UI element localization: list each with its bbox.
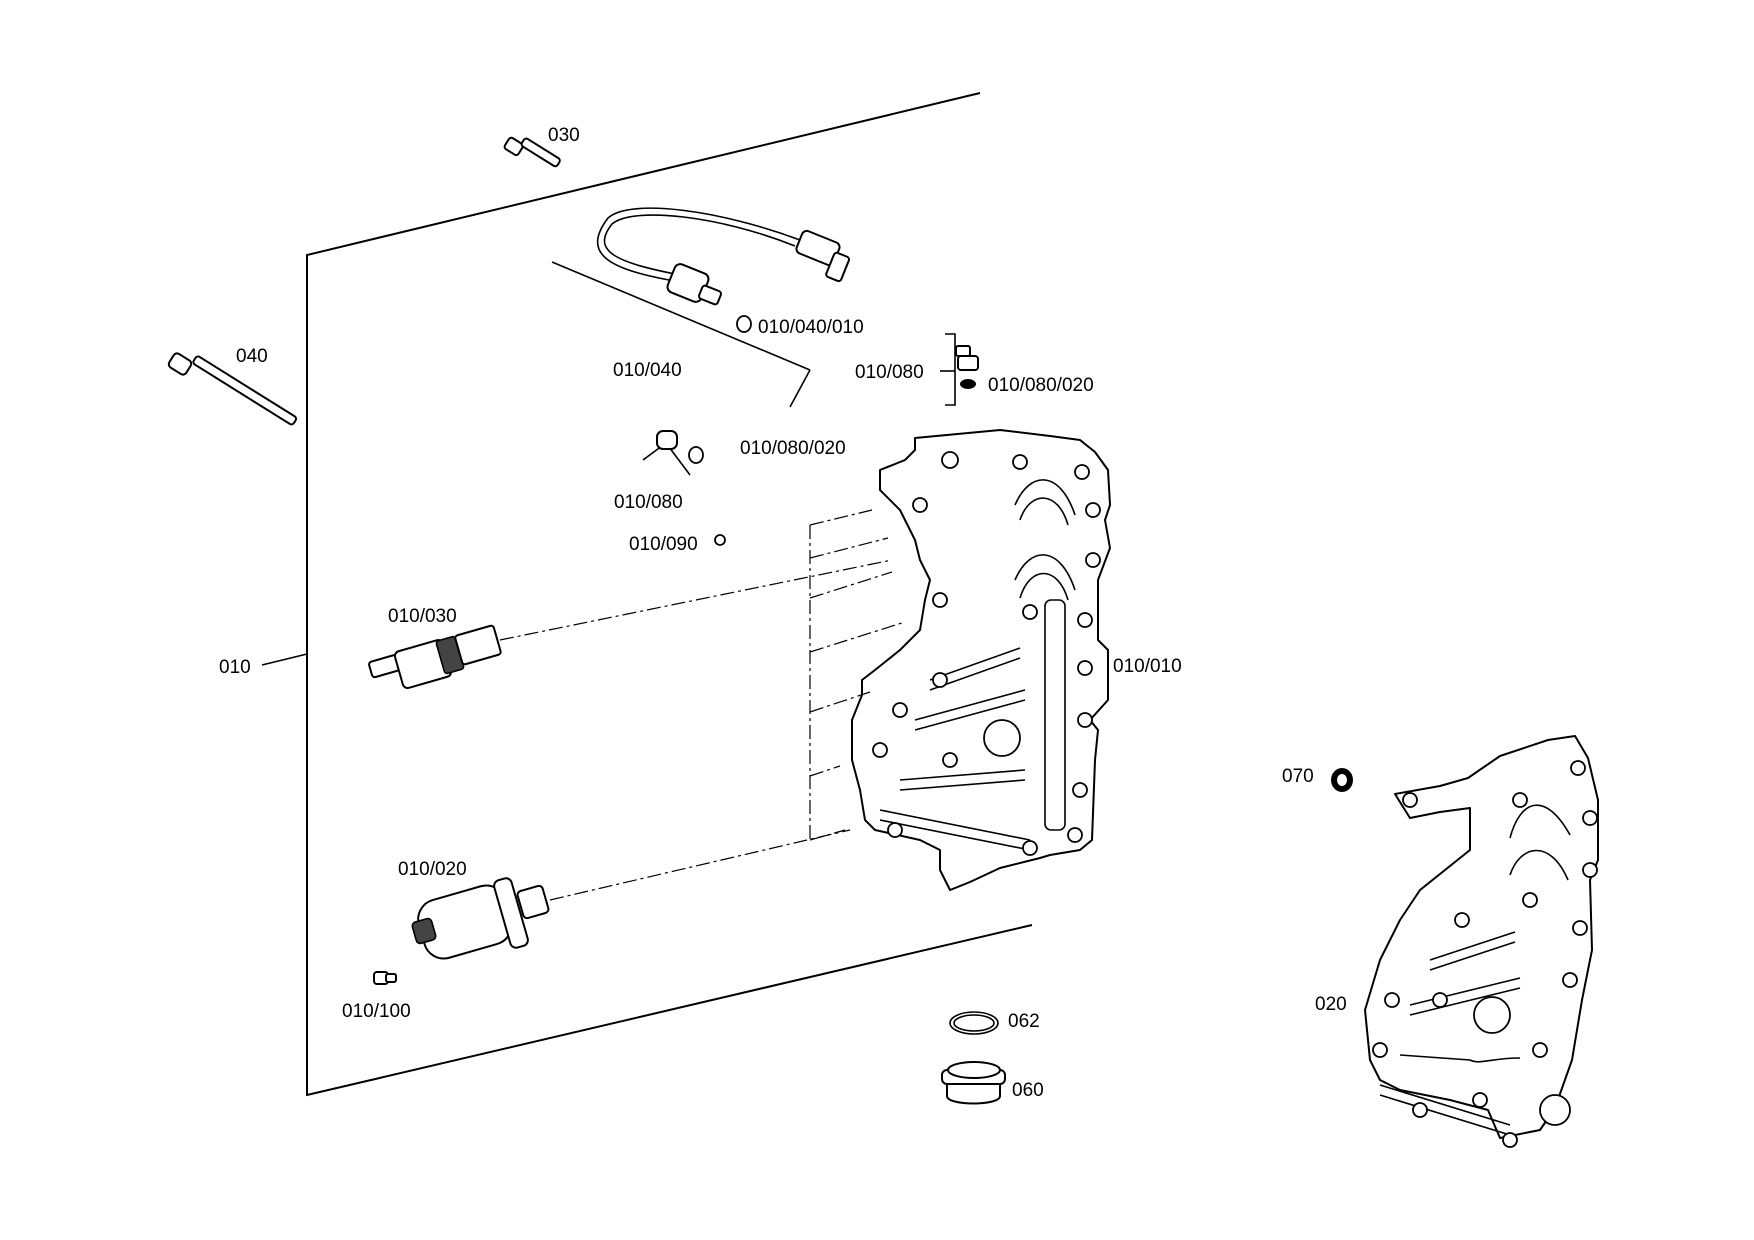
label-070: 070	[1282, 766, 1314, 787]
valve-010-030	[368, 624, 502, 689]
plug-010-080-top	[940, 333, 979, 406]
plug-010-080-mid	[642, 430, 704, 476]
label-062: 062	[1008, 1011, 1040, 1032]
gasket-020	[1364, 735, 1599, 1148]
sensor-cable-010-040	[551, 207, 851, 408]
label-010-010: 010/010	[1113, 656, 1182, 677]
cap-060	[941, 1061, 1006, 1105]
label-010-030: 010/030	[388, 606, 457, 627]
label-040: 040	[236, 346, 268, 367]
bolt-030	[503, 136, 561, 168]
label-010-080-mid: 010/080	[614, 492, 683, 513]
label-010-080-020-top: 010/080/020	[988, 375, 1094, 396]
label-030: 030	[548, 125, 580, 146]
bolt-040	[167, 352, 298, 426]
ring-010-090	[714, 534, 726, 546]
assembly-boundary	[306, 92, 1033, 1097]
label-010-080-top: 010/080	[855, 362, 924, 383]
alignment-lines	[499, 509, 906, 901]
ring-070	[1331, 768, 1353, 792]
label-010-090: 010/090	[629, 534, 698, 555]
o-ring-062	[949, 1011, 999, 1035]
label-020: 020	[1315, 994, 1347, 1015]
label-010-040: 010/040	[613, 360, 682, 381]
valve-body-010-010	[851, 429, 1111, 891]
label-010: 010	[219, 657, 251, 678]
label-060: 060	[1012, 1080, 1044, 1101]
leader-010	[261, 653, 308, 666]
label-010-020: 010/020	[398, 859, 467, 880]
label-010-040-010: 010/040/010	[758, 317, 864, 338]
screw-010-100	[373, 971, 397, 985]
label-010-100: 010/100	[342, 1001, 411, 1022]
label-010-080-020-mid: 010/080/020	[740, 438, 846, 459]
solenoid-010-020	[411, 877, 550, 960]
